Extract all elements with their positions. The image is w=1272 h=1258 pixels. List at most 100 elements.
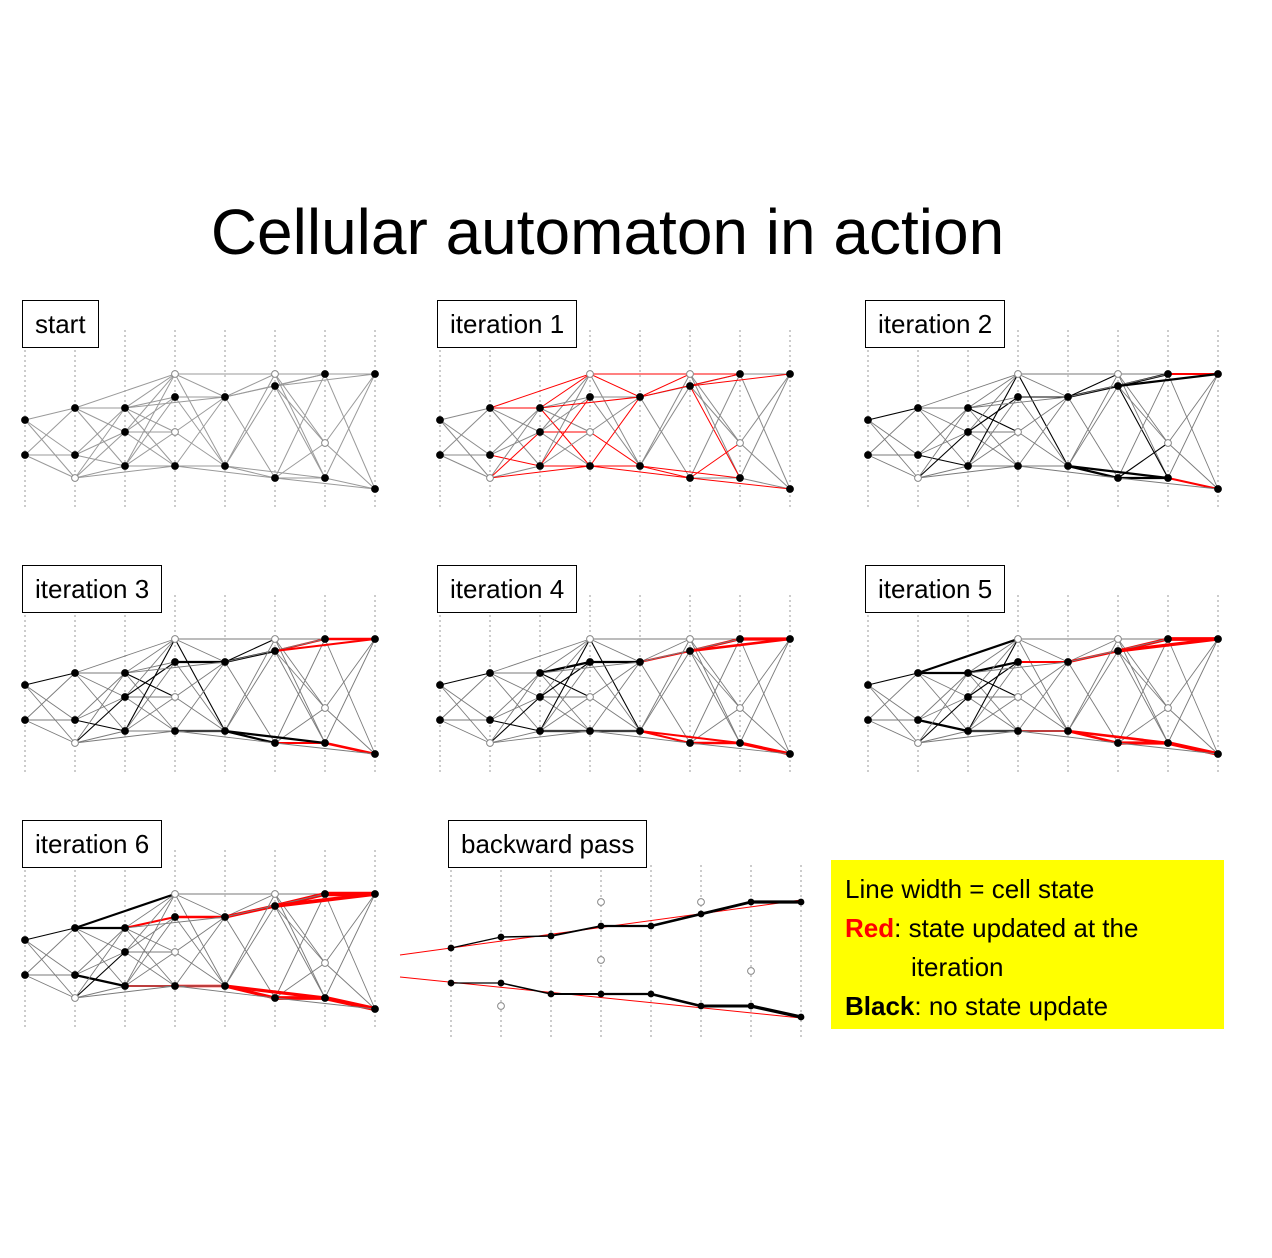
hit-node: [686, 382, 694, 390]
segment-edge: [539, 696, 591, 732]
segment-edge: [1067, 638, 1119, 663]
segment-edge: [1167, 373, 1219, 444]
hit-node-hollow: [486, 474, 494, 482]
segment-edge: [1117, 372, 1219, 388]
segment-edge: [1067, 373, 1119, 398]
segment-edge: [1117, 650, 1169, 709]
segment-edge: [124, 661, 176, 698]
segment-edge: [324, 638, 376, 744]
segment-edge: [917, 465, 969, 479]
unused-hit-node: [697, 898, 705, 906]
segment-edge: [224, 893, 276, 987]
segment-edge: [689, 373, 741, 479]
segment-edge: [24, 719, 76, 744]
hit-node: [371, 635, 379, 643]
segment-edge: [74, 951, 126, 999]
hit-node: [71, 971, 79, 979]
hit-node: [71, 716, 79, 724]
hit-node-hollow: [71, 994, 79, 1002]
segment-edge: [489, 465, 591, 479]
segment-edge: [174, 373, 226, 398]
hit-node: [271, 474, 279, 482]
segment-edge: [124, 661, 176, 732]
hit-node: [686, 739, 694, 747]
segment-edge: [1017, 696, 1069, 732]
segment-edge: [739, 741, 791, 756]
segment-edge: [174, 396, 226, 433]
segment-edge: [917, 373, 1019, 409]
segment-edge: [917, 672, 969, 732]
hit-node: [121, 924, 129, 932]
hit-node: [864, 681, 872, 689]
segment-edge: [967, 638, 1019, 698]
segment-edge: [274, 638, 326, 744]
hit-node: [1064, 658, 1072, 666]
hit-node: [436, 716, 444, 724]
segment-edge: [274, 892, 376, 908]
segment-edge: [867, 454, 919, 479]
legend-black-text: : no state update: [914, 991, 1109, 1021]
segment-edge: [24, 927, 76, 941]
segment-edge: [74, 465, 176, 479]
segment-edge: [1117, 477, 1219, 490]
hit-node: [1014, 462, 1022, 470]
segment-edge: [124, 638, 176, 698]
segment-edge: [639, 730, 741, 744]
hit-node: [536, 404, 544, 412]
segment-edge: [739, 638, 791, 755]
track-hit-node: [747, 1002, 755, 1010]
hit-node-hollow: [1114, 635, 1122, 643]
hit-node: [121, 727, 129, 735]
segment-edge: [224, 465, 276, 479]
segment-edge: [967, 373, 1019, 467]
segment-edge: [174, 638, 226, 732]
hit-node: [686, 647, 694, 655]
segment-edge: [917, 672, 969, 698]
hit-node-hollow: [486, 739, 494, 747]
hit-node: [436, 681, 444, 689]
segment-edge: [1017, 638, 1069, 732]
legend-red-continued: iteration: [911, 952, 1004, 982]
segment-edge: [324, 373, 376, 444]
segment-edge: [539, 396, 591, 467]
hit-node: [1164, 739, 1172, 747]
legend-line-width: Line width = cell state: [845, 874, 1095, 904]
hit-node: [586, 727, 594, 735]
segment-edge: [24, 672, 76, 721]
segment-edge: [74, 672, 126, 698]
track-segment: [750, 1004, 802, 1019]
hit-node: [1114, 382, 1122, 390]
segment-edge: [917, 407, 969, 433]
hit-node: [321, 739, 329, 747]
segment-edge: [917, 672, 969, 721]
hit-node: [786, 635, 794, 643]
hit-node-hollow: [171, 890, 179, 898]
segment-edge: [1017, 730, 1119, 744]
segment-edge: [589, 730, 691, 744]
segment-edge: [174, 661, 226, 732]
segment-edge: [589, 638, 641, 663]
segment-edge: [124, 916, 176, 953]
segment-edge: [124, 927, 176, 987]
hit-node: [636, 393, 644, 401]
hit-node: [964, 693, 972, 701]
hit-node: [636, 727, 644, 735]
segment-edge: [324, 707, 376, 755]
hit-node-hollow: [271, 890, 279, 898]
segment-edge: [274, 905, 326, 999]
hit-node: [964, 428, 972, 436]
iteration-5-network-graph: [864, 595, 1222, 775]
segment-edge: [589, 373, 641, 467]
hit-node: [71, 404, 79, 412]
hit-node: [1214, 485, 1222, 493]
hit-node-hollow: [1014, 693, 1022, 701]
segment-edge: [224, 373, 276, 467]
segment-edge: [124, 916, 176, 987]
segment-edge: [324, 442, 376, 490]
segment-edge: [967, 696, 1019, 732]
hit-node: [1064, 462, 1072, 470]
segment-edge: [174, 638, 226, 663]
segment-edge: [74, 892, 176, 930]
hit-node: [21, 451, 29, 459]
segment-edge: [639, 385, 691, 467]
